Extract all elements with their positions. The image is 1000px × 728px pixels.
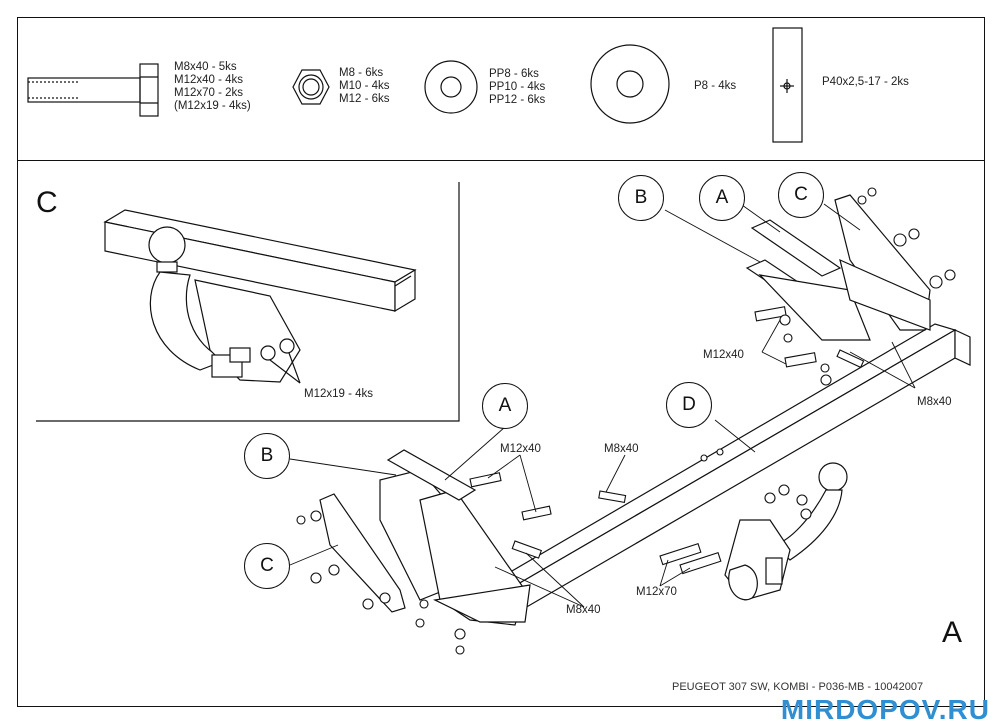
plate-qty: P40x2,5-17 - 2ks bbox=[822, 76, 909, 88]
parts-section-divider bbox=[17, 160, 985, 161]
washer-qty-line: PP12 - 6ks bbox=[489, 94, 546, 106]
nut-icon bbox=[292, 69, 330, 105]
bolt-qty-line: M12x70 - 2ks bbox=[174, 87, 244, 99]
callout-a-top: A bbox=[699, 175, 745, 221]
leader-lines bbox=[289, 199, 916, 608]
label-m8x40-bottom: M8x40 bbox=[566, 604, 601, 616]
label-m12x40-top: M12x40 bbox=[703, 349, 744, 361]
watermark: MIRDOPOV.RU bbox=[780, 694, 990, 725]
washer-icon bbox=[424, 60, 478, 114]
callout-c-top: C bbox=[778, 172, 824, 218]
large-washer-icon bbox=[590, 44, 670, 124]
callout-a-mid: A bbox=[482, 383, 528, 429]
washer-qty-line: PP10 - 4ks bbox=[489, 81, 546, 93]
label-m12x70: M12x70 bbox=[636, 586, 677, 598]
callout-b-left: B bbox=[244, 433, 290, 479]
callout-c-left: C bbox=[244, 543, 290, 589]
label-m8x40-mid: M8x40 bbox=[604, 443, 639, 455]
washer-qty-list: PP8 - 6ks PP10 - 4ks PP12 - 6ks bbox=[489, 68, 545, 107]
callout-b-top: B bbox=[618, 175, 664, 221]
nut-qty-line: M12 - 6ks bbox=[339, 93, 390, 105]
nut-qty-line: M10 - 4ks bbox=[339, 80, 390, 92]
plate-icon bbox=[772, 27, 803, 143]
large-washer-qty: P8 - 4ks bbox=[694, 80, 737, 92]
detail-c-view-label: C bbox=[36, 186, 58, 219]
callout-d-mid: D bbox=[666, 382, 712, 428]
bolt-icon bbox=[27, 63, 159, 117]
assembly-view-label: A bbox=[942, 616, 963, 649]
detail-c-drawing bbox=[36, 182, 460, 422]
washer-qty-line: PP8 - 6ks bbox=[489, 68, 539, 80]
label-m12x40-mid: M12x40 bbox=[500, 443, 541, 455]
nut-qty-line: M8 - 6ks bbox=[339, 67, 384, 79]
label-m8x40-right: M8x40 bbox=[917, 396, 952, 408]
bolt-qty-line: (M12x19 - 4ks) bbox=[174, 100, 251, 112]
drawing-frame bbox=[17, 17, 985, 707]
detail-c-bolt-label: M12x19 - 4ks bbox=[304, 388, 374, 400]
drawing-footer: PEUGEOT 307 SW, KOMBI - P036-MB - 100420… bbox=[672, 681, 924, 693]
assembly-fasteners bbox=[296, 187, 956, 655]
bolt-qty-line: M8x40 - 5ks bbox=[174, 61, 237, 73]
nut-qty-list: M8 - 6ks M10 - 4ks M12 - 6ks bbox=[339, 67, 390, 106]
bolt-qty-line: M12x40 - 4ks bbox=[174, 74, 244, 86]
assembly-drawing bbox=[319, 194, 971, 626]
bolt-qty-list: M8x40 - 5ks M12x40 - 4ks M12x70 - 2ks (M… bbox=[174, 61, 251, 113]
